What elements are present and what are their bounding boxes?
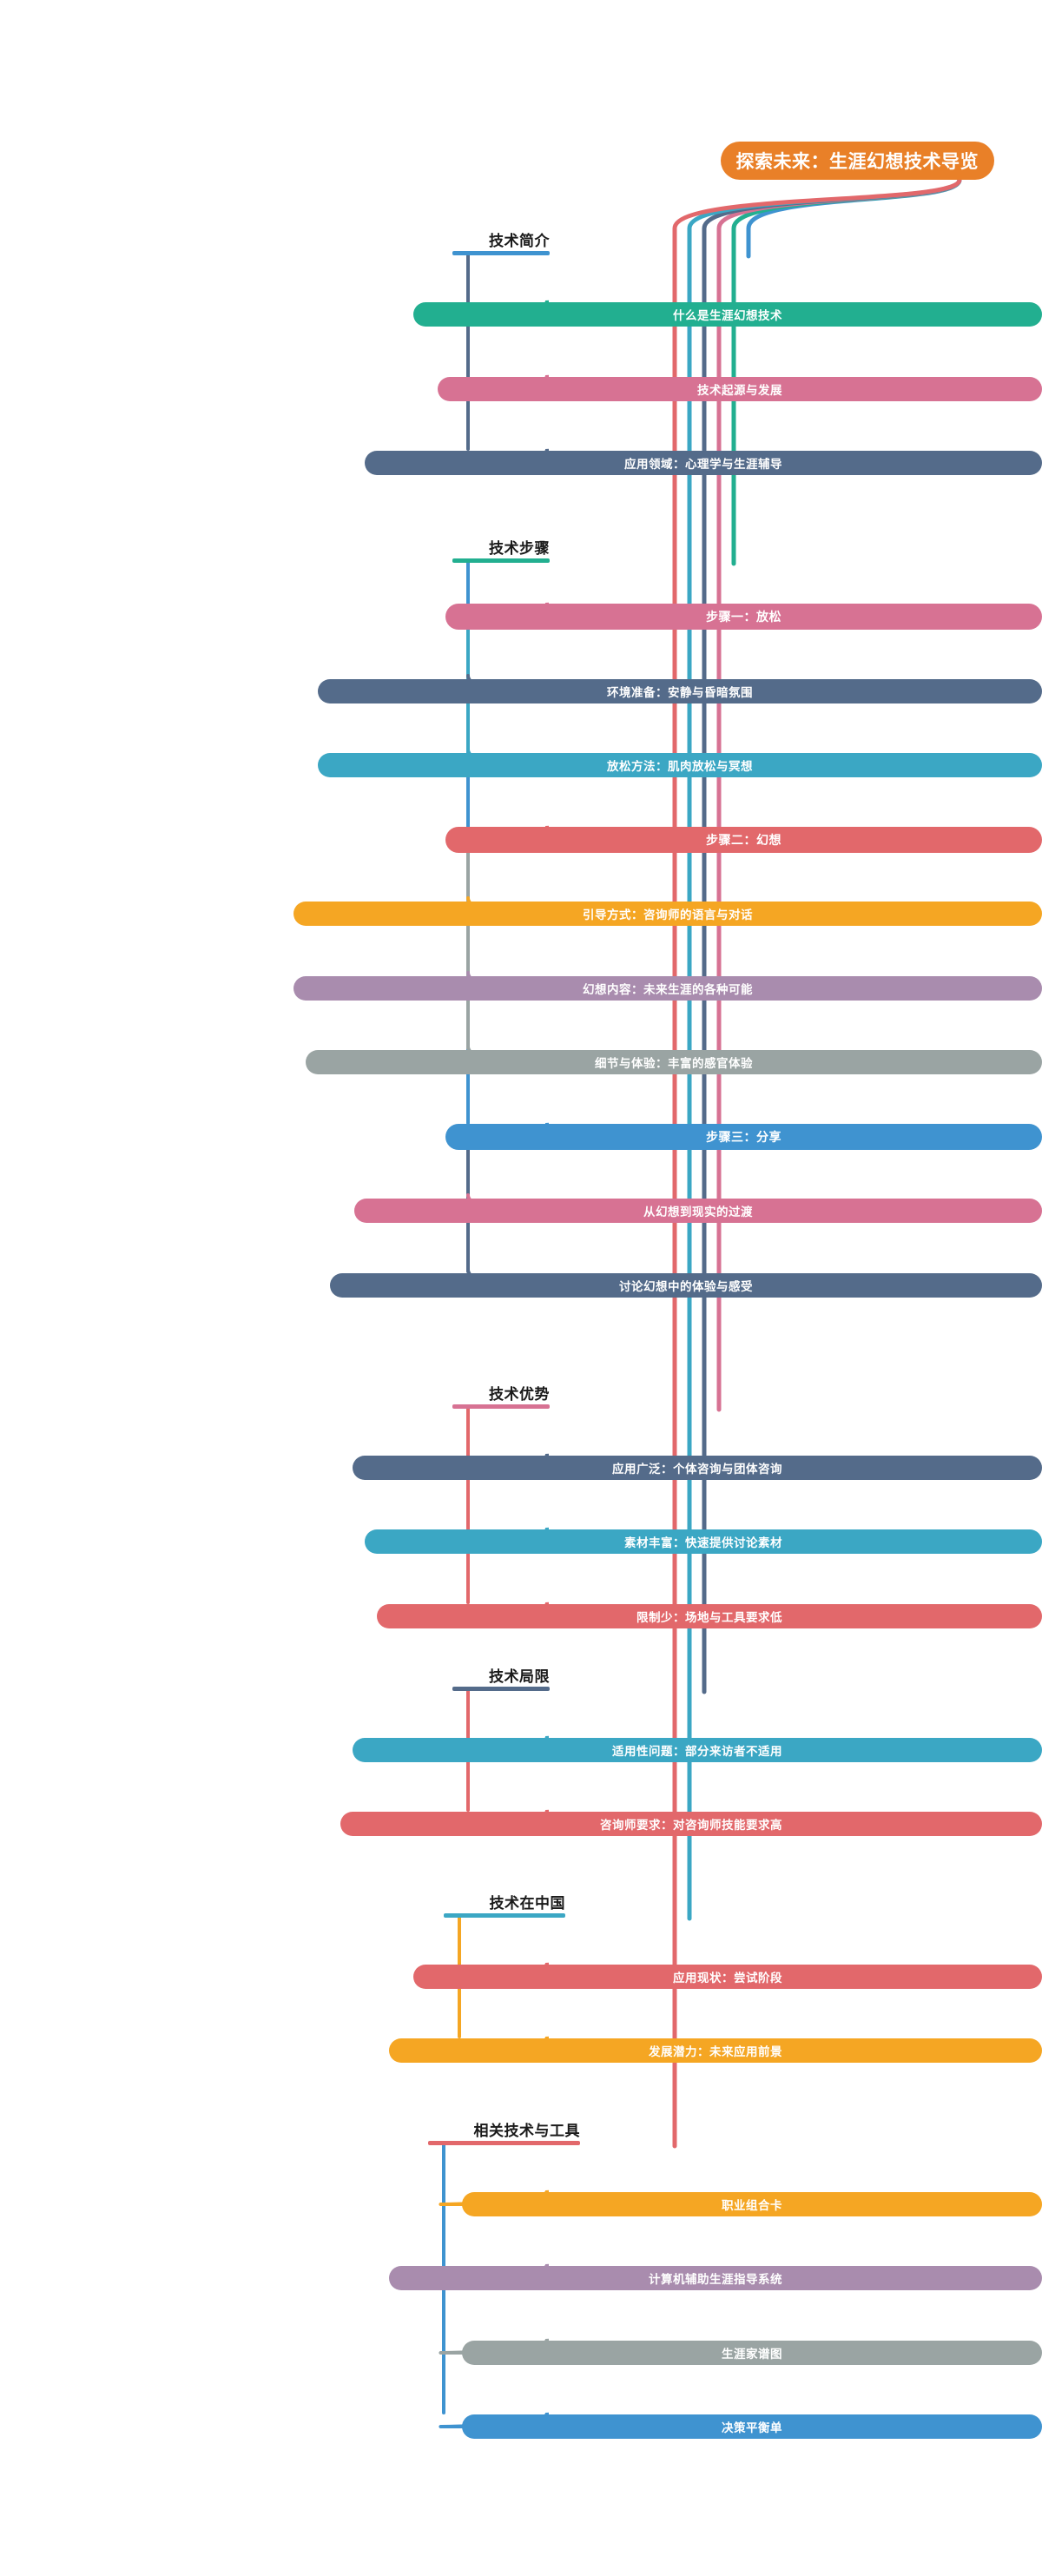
branch-underline <box>452 1404 550 1409</box>
mindmap-node[interactable]: 放松方法：肌肉放松与冥想 <box>318 753 1042 777</box>
mindmap-node[interactable]: 从幻想到现实的过渡 <box>354 1199 1042 1223</box>
mindmap-node[interactable]: 引导方式：咨询师的语言与对话 <box>293 902 1042 926</box>
mindmap-node[interactable]: 步骤一：放松 <box>445 604 1042 630</box>
mindmap-node[interactable]: 幻想内容：未来生涯的各种可能 <box>293 976 1042 1001</box>
mindmap-node[interactable]: 发展潜力：未来应用前景 <box>389 2038 1042 2063</box>
branch-underline <box>452 558 550 563</box>
mindmap-node[interactable]: 限制少：场地与工具要求低 <box>377 1604 1042 1628</box>
mindmap-node[interactable]: 应用现状：尝试阶段 <box>413 1965 1042 1989</box>
branch-heading[interactable]: 技术优势 <box>489 1386 550 1403</box>
mindmap-node[interactable]: 步骤二：幻想 <box>445 827 1042 853</box>
mindmap-node[interactable]: 应用广泛：个体咨询与团体咨询 <box>353 1456 1042 1480</box>
branch-underline <box>452 251 550 255</box>
mindmap-node[interactable]: 讨论幻想中的体验与感受 <box>330 1273 1042 1298</box>
mindmap-title[interactable]: 探索未来：生涯幻想技术导览 <box>720 142 994 180</box>
mindmap-node[interactable]: 素材丰富：快速提供讨论素材 <box>365 1529 1042 1554</box>
mindmap-node[interactable]: 决策平衡单 <box>462 2414 1042 2439</box>
mindmap-node[interactable]: 咨询师要求：对咨询师技能要求高 <box>340 1812 1042 1836</box>
mindmap-node[interactable]: 计算机辅助生涯指导系统 <box>389 2266 1042 2290</box>
mindmap-node[interactable]: 环境准备：安静与昏暗氛围 <box>318 679 1042 703</box>
branch-underline <box>428 2141 580 2145</box>
branch-heading[interactable]: 技术步骤 <box>489 540 550 557</box>
mindmap-node[interactable]: 细节与体验：丰富的感官体验 <box>306 1050 1042 1074</box>
mindmap-node[interactable]: 应用领域：心理学与生涯辅导 <box>365 451 1042 475</box>
branch-heading[interactable]: 技术在中国 <box>489 1895 565 1912</box>
branch-heading[interactable]: 技术简介 <box>489 233 550 249</box>
branch-heading[interactable]: 相关技术与工具 <box>473 2123 580 2139</box>
mindmap-node[interactable]: 适用性问题：部分来访者不适用 <box>353 1738 1042 1762</box>
branch-underline <box>444 1913 565 1918</box>
mindmap-node[interactable]: 步骤三：分享 <box>445 1124 1042 1150</box>
branch-underline <box>452 1687 550 1691</box>
mindmap-node[interactable]: 什么是生涯幻想技术 <box>413 302 1042 327</box>
mindmap-node[interactable]: 职业组合卡 <box>462 2192 1042 2216</box>
mindmap-node[interactable]: 技术起源与发展 <box>438 377 1042 401</box>
mindmap-node[interactable]: 生涯家谱图 <box>462 2341 1042 2365</box>
branch-heading[interactable]: 技术局限 <box>489 1668 550 1685</box>
